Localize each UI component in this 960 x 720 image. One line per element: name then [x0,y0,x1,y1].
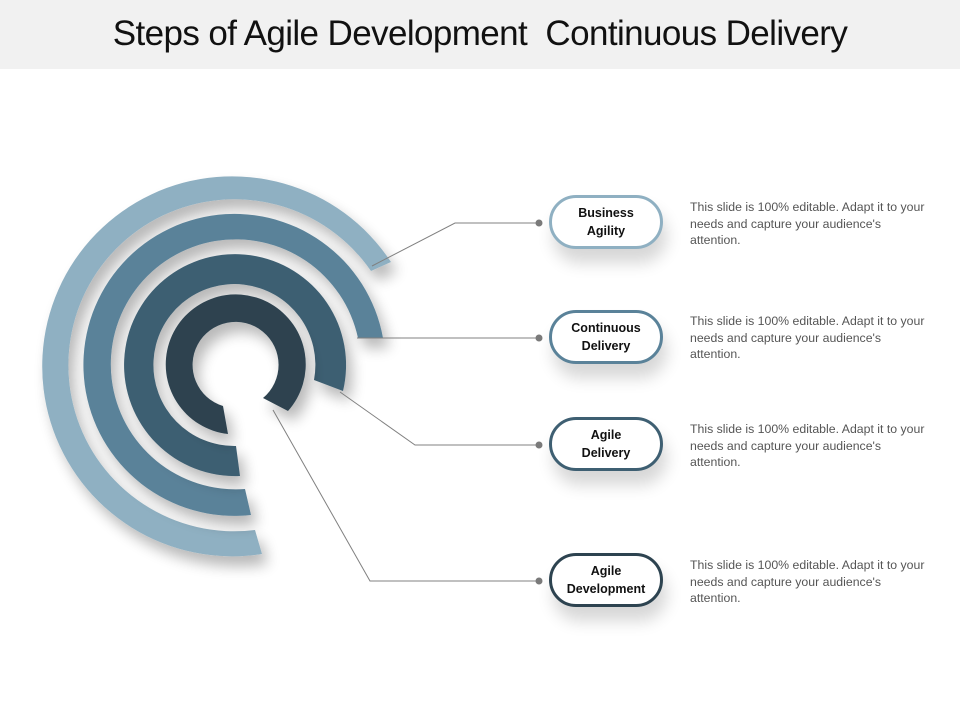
slide-title: Steps of Agile Development Continuous De… [112,14,848,53]
step-description-1: This slide is 100% editable. Adapt it to… [690,200,925,247]
connector-dot-3 [535,441,543,449]
connector-line-1 [371,222,537,267]
connector-line-3 [339,391,537,446]
ring-agile-development [165,294,306,434]
connector-dot-2 [535,334,543,342]
step-description-4: This slide is 100% editable. Adapt it to… [690,558,925,605]
step-pill-business-agility: Business Agility [549,195,663,249]
step-description-2: This slide is 100% editable. Adapt it to… [690,314,925,361]
connector-line-4 [272,409,537,582]
ring-agile-delivery [124,254,347,477]
step-pill-continuous-delivery: Continuous Delivery [549,310,663,364]
step-label: Agile Development [566,564,646,596]
step-label: Business Agility [578,206,634,238]
step-label: Continuous Delivery [571,321,641,353]
step-label: Agile Delivery [581,428,631,460]
connector-dot-1 [535,219,543,227]
step-pill-agile-delivery: Agile Delivery [549,417,663,471]
step-pill-agile-development: Agile Development [549,553,663,607]
connector-dot-4 [535,577,543,585]
title-bar [0,0,960,69]
step-description-3: This slide is 100% editable. Adapt it to… [690,422,925,469]
